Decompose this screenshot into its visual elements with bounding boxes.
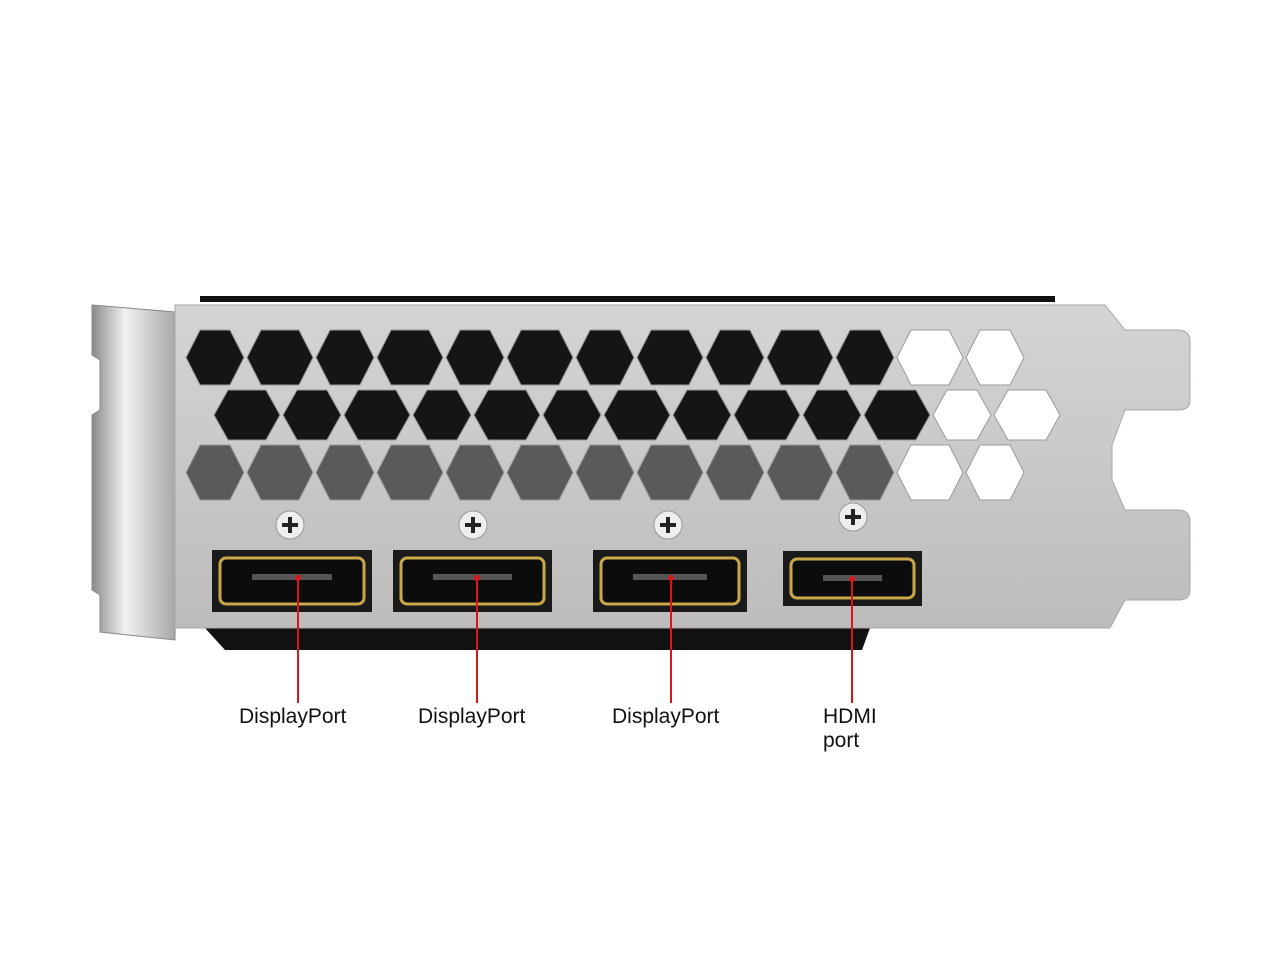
vent-hole xyxy=(542,389,602,441)
vent-hole xyxy=(315,444,375,501)
bracket-top-edge xyxy=(200,296,1055,302)
vent-hole xyxy=(896,329,964,386)
callout-dot xyxy=(295,575,301,581)
vent-hole xyxy=(376,444,444,501)
vent-hole xyxy=(246,444,314,501)
vent-hole xyxy=(705,329,765,386)
vent-hole xyxy=(506,444,574,501)
vent-hole xyxy=(315,329,375,386)
vent-hole xyxy=(636,329,704,386)
port-label-displayport: DisplayPort xyxy=(239,705,347,728)
vent-hole xyxy=(733,389,801,441)
screw-icon xyxy=(458,510,488,540)
vent-hole xyxy=(343,389,411,441)
vent-hole xyxy=(993,389,1061,441)
vent-hole xyxy=(506,329,574,386)
vent-hole xyxy=(863,389,931,441)
vent-hole xyxy=(965,329,1025,386)
vent-hole xyxy=(575,444,635,501)
vent-hole xyxy=(603,389,671,441)
screw-icon xyxy=(838,502,868,532)
vent-hole xyxy=(932,389,992,441)
vent-hole xyxy=(246,329,314,386)
vent-hole xyxy=(896,444,964,501)
vent-hole xyxy=(445,329,505,386)
callout-dot xyxy=(474,575,480,581)
port-pins xyxy=(433,574,512,580)
vent-hole xyxy=(185,329,245,386)
port-pins xyxy=(252,574,332,580)
hdmi-label-line1: HDMI xyxy=(823,705,877,728)
vent-hole xyxy=(672,389,732,441)
vent-hole xyxy=(445,444,505,501)
vent-hole xyxy=(965,444,1025,501)
bracket-shadow xyxy=(205,628,870,650)
vent-hole xyxy=(835,329,895,386)
screw-icon xyxy=(275,510,305,540)
port-label-displayport: DisplayPort xyxy=(612,705,720,728)
vent-cutouts xyxy=(185,329,1061,501)
screw-icon xyxy=(653,510,683,540)
vent-hole xyxy=(835,444,895,501)
port-shell xyxy=(399,556,546,606)
vent-hole xyxy=(185,444,245,501)
vent-hole xyxy=(766,329,834,386)
vent-hole xyxy=(213,389,281,441)
vent-hole xyxy=(282,389,342,441)
vent-hole xyxy=(766,444,834,501)
callout-dot xyxy=(668,575,674,581)
vent-hole xyxy=(636,444,704,501)
hdmi-label-line2: port xyxy=(823,729,860,752)
vent-hole xyxy=(705,444,765,501)
vent-hole xyxy=(575,329,635,386)
vent-hole xyxy=(376,329,444,386)
port-shell xyxy=(218,556,366,606)
vent-hole xyxy=(412,389,472,441)
displayport-connector xyxy=(393,550,552,612)
callout-dot xyxy=(849,576,855,582)
port-label-displayport: DisplayPort xyxy=(418,705,526,728)
vent-hole xyxy=(802,389,862,441)
bracket-flange xyxy=(91,304,176,641)
vent-hole xyxy=(473,389,541,441)
displayport-connector xyxy=(212,550,372,612)
